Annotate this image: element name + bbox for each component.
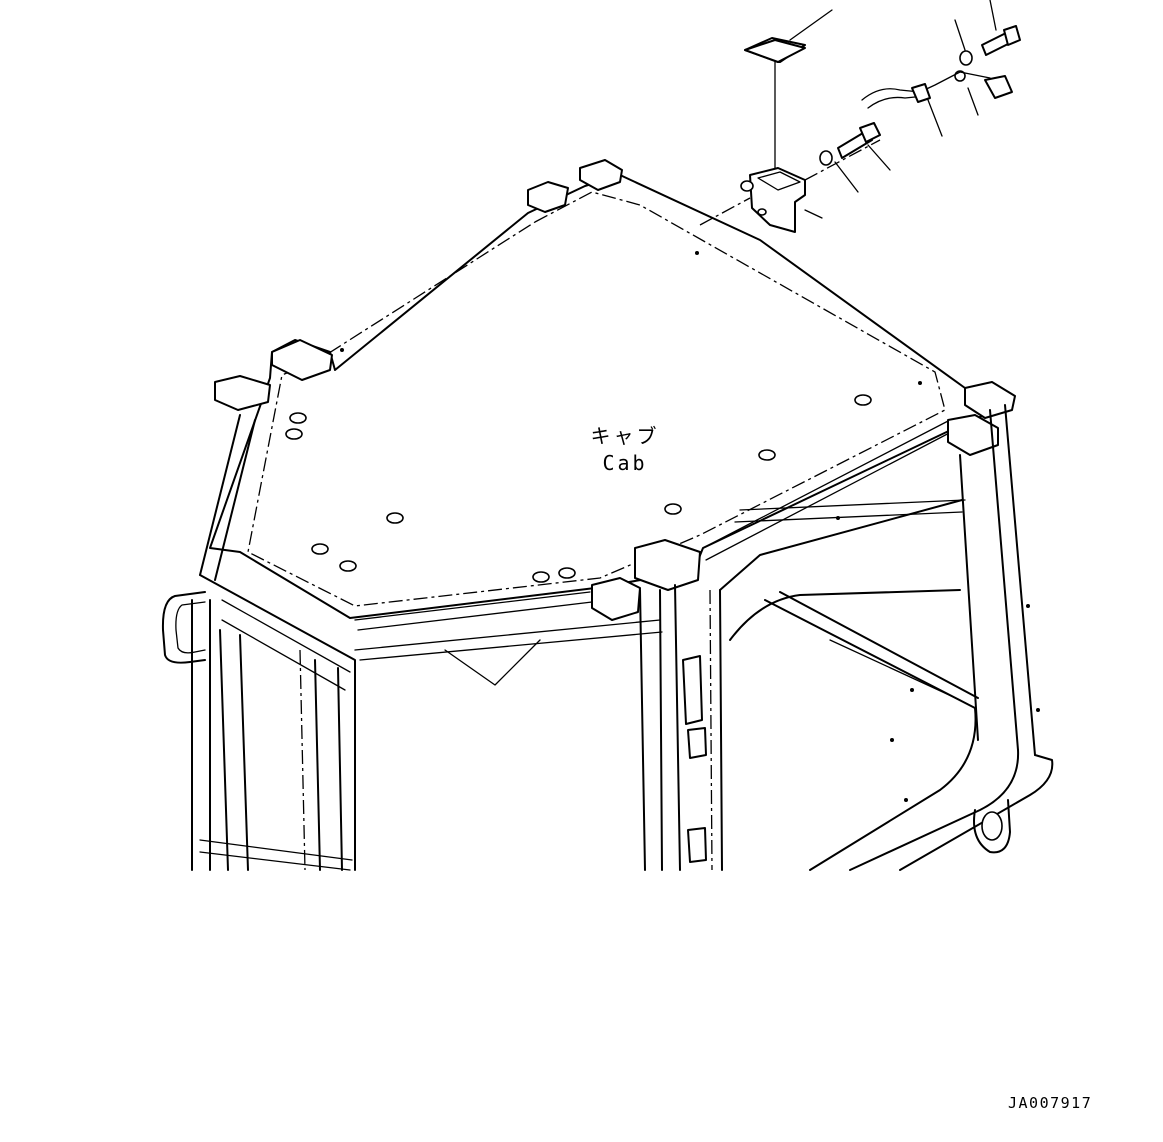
exploded-parts — [699, 0, 1021, 233]
cab-roof — [209, 174, 1001, 631]
lamp-harness — [861, 71, 991, 101]
cab-frame — [161, 404, 1054, 871]
cab-label-japanese: キャブ — [590, 424, 660, 448]
drawing-number: JA007917 — [1008, 1094, 1093, 1112]
roof-corner-brackets — [214, 159, 1016, 621]
roof-holes — [285, 251, 1030, 608]
cab-label-english: Cab — [602, 451, 648, 475]
